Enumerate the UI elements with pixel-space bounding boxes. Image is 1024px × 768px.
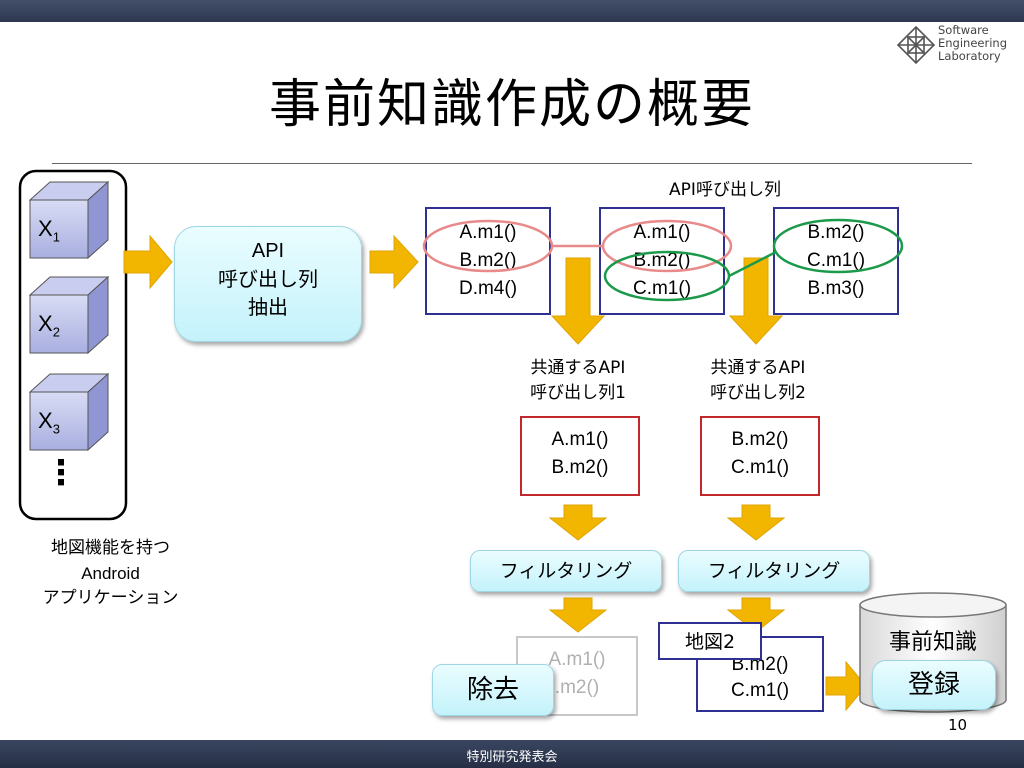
- cube-x3-icon: [28, 372, 110, 452]
- remove-button[interactable]: 除去: [432, 664, 554, 716]
- logo-icon: [896, 25, 936, 65]
- ellipsis: ⋮: [44, 453, 78, 493]
- arrow-down-3: [548, 504, 608, 541]
- arrow-right-1: [123, 234, 173, 290]
- kept-tag: 地図2: [658, 622, 762, 660]
- filter-button-1[interactable]: フィルタリング: [470, 550, 662, 592]
- page-title: 事前知識作成の概要: [268, 75, 755, 135]
- filter-button-2[interactable]: フィルタリング: [678, 550, 870, 592]
- app-label-x1: X1: [38, 216, 60, 245]
- arrow-down-1: [550, 257, 606, 345]
- arrow-down-6: [726, 597, 786, 633]
- api-seq-doc-1: A.m1()B.m2()D.m4(): [425, 207, 551, 315]
- arrow-right-2: [369, 234, 419, 290]
- arrow-down-4: [726, 504, 786, 541]
- cube-x2-icon: [28, 275, 110, 355]
- sequences-header: API呼び出し列: [669, 180, 781, 200]
- logo-text: Software Engineering Laboratory: [938, 24, 1007, 63]
- api-seq-doc-3: B.m2()C.m1()B.m3(): [773, 207, 899, 315]
- api-seq-doc-2: A.m1()B.m2()C.m1(): [599, 207, 725, 315]
- database-label: 事前知識: [888, 630, 977, 655]
- register-button[interactable]: 登録: [872, 660, 996, 710]
- common-seq-doc-1: A.m1()B.m2(): [520, 416, 640, 496]
- arrow-right-3: [825, 660, 867, 712]
- logo-line: Laboratory: [938, 49, 1001, 63]
- apps-caption: 地図機能を持つ Android アプリケーション: [42, 538, 179, 608]
- bottom-bar: [0, 740, 1024, 768]
- api-extract-box: API 呼び出し列 抽出: [174, 226, 362, 342]
- arrow-down-5: [548, 597, 608, 633]
- app-label-x3: X3: [38, 408, 60, 437]
- footer-text: 特別研究発表会: [466, 750, 558, 765]
- top-bar: [0, 0, 1024, 22]
- app-label-x2: X2: [38, 311, 60, 340]
- logo-line: Software: [938, 23, 989, 37]
- common-seq-doc-2: B.m2()C.m1(): [700, 416, 820, 496]
- title-divider: [52, 163, 972, 164]
- logo-line: Engineering: [938, 36, 1007, 50]
- page-number: 10: [948, 716, 968, 734]
- cube-x1-icon: [28, 180, 110, 260]
